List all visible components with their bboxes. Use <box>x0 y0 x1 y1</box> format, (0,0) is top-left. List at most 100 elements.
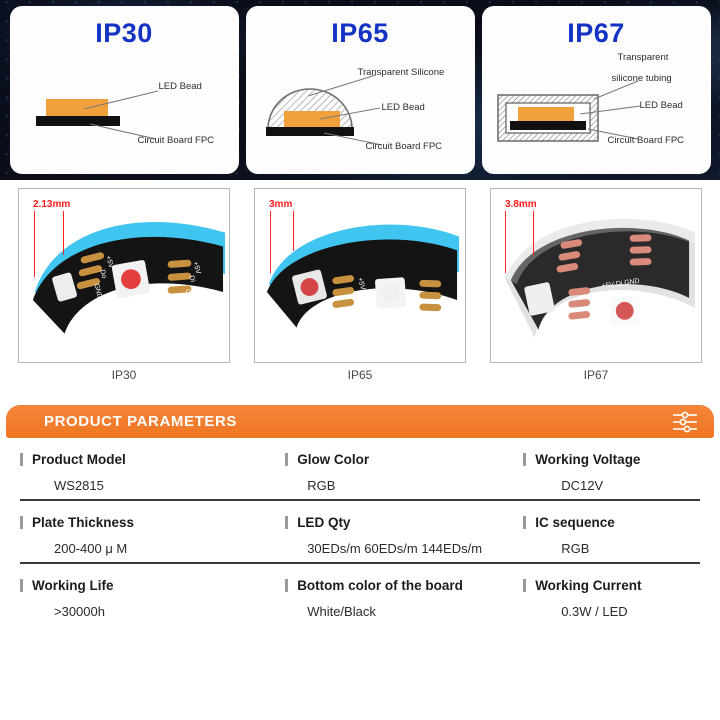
param-value: RGB <box>307 478 336 493</box>
product-parameters-title: PRODUCT PARAMETERS <box>44 413 238 430</box>
ip-card-ip30: IP30 LED Bead Circuit Board FPC <box>9 6 239 174</box>
param-label: Working Current <box>523 578 694 593</box>
param-label-text: Glow Color <box>297 452 370 467</box>
bullet-marker-icon <box>20 453 23 466</box>
led-strip-photo-ip65: +5V Di GND <box>266 224 460 328</box>
diagram-label-silicone-tubing: silicone tubing <box>611 73 672 84</box>
svg-text:GND: GND <box>183 289 194 306</box>
bullet-marker-icon <box>285 516 289 529</box>
photo-frame-ip30: 2.13mm <box>18 188 230 363</box>
table-row: Product Model WS2815 Glow Color RGB Work… <box>20 438 700 501</box>
diagram-label-led-bead: LED Bead <box>639 100 683 111</box>
strip-silkscreen-text: +5V Di GND <box>348 277 366 321</box>
photo-column-ip30: 2.13mm <box>18 188 230 398</box>
param-label-text: Working Current <box>535 578 642 593</box>
ip-card-ip65: IP65 Transparent Silicone LED Bead Circu… <box>245 6 475 174</box>
ip-card-ip67: IP67 Transparent silicone tubing LED Bea… <box>481 6 711 174</box>
param-label-text: Product Model <box>32 452 126 467</box>
svg-text:+5V: +5V <box>104 255 114 269</box>
photo-column-ip65: 3mm <box>254 188 466 398</box>
param-value: 200-400 μ M <box>54 541 128 556</box>
photo-caption-ip30: IP30 <box>111 368 137 382</box>
led-bead-shape <box>283 111 340 127</box>
table-row: Working Life >30000h Bottom color of the… <box>20 564 700 625</box>
strip-led-chips <box>292 269 407 309</box>
ip-rating-diagram-section: IP30 LED Bead Circuit Board FPC IP65 <box>0 0 720 180</box>
leader-line-fpc <box>587 128 638 140</box>
strip-solder-pads <box>332 275 442 312</box>
fpc-shape <box>509 121 586 130</box>
led-bead-shape <box>517 107 574 121</box>
param-label-text: LED Qty <box>297 515 351 530</box>
leader-line-silicone <box>307 74 376 97</box>
param-value: WS2815 <box>54 478 104 493</box>
param-label: IC sequence <box>523 515 694 530</box>
strip-solder-pads <box>76 252 192 294</box>
param-label-text: IC sequence <box>535 515 615 530</box>
param-value: 0.3W / LED <box>561 604 628 619</box>
param-label: Bottom color of the board <box>285 578 517 593</box>
param-cell-product-model: Product Model WS2815 <box>20 452 285 493</box>
leader-line-fpc <box>323 132 382 146</box>
ip67-cross-section-diagram: Transparent silicone tubing LED Bead Cir… <box>490 51 703 163</box>
measurement-label: 3.8mm <box>505 199 537 210</box>
param-label: LED Qty <box>285 515 517 530</box>
svg-text:+5V: +5V <box>593 307 607 315</box>
param-cell-working-voltage: Working Voltage DC12V <box>523 452 700 493</box>
ip65-diagram-svg <box>265 74 382 146</box>
bullet-marker-icon <box>20 579 23 592</box>
svg-text:Di: Di <box>187 275 196 284</box>
ip65-cross-section-diagram: Transparent Silicone LED Bead Circuit Bo… <box>254 51 467 163</box>
param-label-text: Bottom color of the board <box>297 578 463 593</box>
param-label-text: Working Life <box>32 578 114 593</box>
leader-line-led-bead <box>579 105 640 115</box>
leader-line-led-bead <box>83 90 158 110</box>
product-parameters-table: Product Model WS2815 Glow Color RGB Work… <box>0 438 720 625</box>
bullet-marker-icon <box>523 453 527 466</box>
table-row: Plate Thickness 200-400 μ M LED Qty 30ED… <box>20 501 700 564</box>
strip-pcb-body <box>510 227 690 330</box>
product-photo-section: 2.13mm <box>0 180 720 398</box>
strip-silkscreen-text: +5V Do GND +5V Di GND <box>92 255 201 305</box>
photo-column-ip67: 3.8mm <box>490 188 702 398</box>
diagram-label-circuit-board-fpc: Circuit Board FPC <box>137 135 215 146</box>
diagram-label-led-bead: LED Bead <box>158 81 202 92</box>
param-value: RGB <box>561 541 590 556</box>
ip-card-title: IP67 <box>567 18 625 48</box>
strip-solder-pads <box>556 234 652 320</box>
bullet-marker-icon <box>523 579 527 592</box>
ip-card-title: IP65 <box>331 18 389 48</box>
measurement-line-right <box>63 211 64 255</box>
tube-highlight <box>504 218 696 285</box>
photo-frame-ip67: 3.8mm <box>490 188 702 363</box>
measurement-line-left <box>270 211 271 273</box>
param-cell-working-current: Working Current 0.3W / LED <box>523 578 700 619</box>
led-bead-shape <box>45 99 108 116</box>
measurement-label: 2.13mm <box>33 199 71 210</box>
param-label-text: Working Voltage <box>535 452 641 467</box>
param-label: Working Voltage <box>523 452 694 467</box>
measurement-line-left <box>34 211 35 277</box>
leader-line-fpc <box>89 123 156 140</box>
param-label: Glow Color <box>285 452 517 467</box>
strip-led-chips <box>52 260 150 302</box>
measurement-line-right <box>293 211 294 251</box>
diagram-label-circuit-board-fpc: Circuit Board FPC <box>365 141 443 152</box>
sliders-icon <box>673 411 697 432</box>
param-label: Product Model <box>20 452 279 467</box>
bullet-marker-icon <box>285 453 289 466</box>
param-value: DC12V <box>561 478 604 493</box>
param-label: Plate Thickness <box>20 515 279 530</box>
ip30-diagram-svg <box>35 90 158 140</box>
svg-text:Di: Di <box>352 291 361 300</box>
param-cell-glow-color: Glow Color RGB <box>285 452 523 493</box>
param-label: Working Life <box>20 578 279 593</box>
strip-pcb-body <box>266 239 458 328</box>
svg-text:+5V: +5V <box>191 261 201 275</box>
param-cell-working-life: Working Life >30000h <box>20 578 285 619</box>
measurement-label: 3mm <box>269 199 293 210</box>
diagram-label-led-bead: LED Bead <box>381 102 425 113</box>
fpc-shape <box>265 127 354 136</box>
svg-text:+5V: +5V <box>356 277 366 291</box>
ip-card-title: IP30 <box>95 18 153 48</box>
